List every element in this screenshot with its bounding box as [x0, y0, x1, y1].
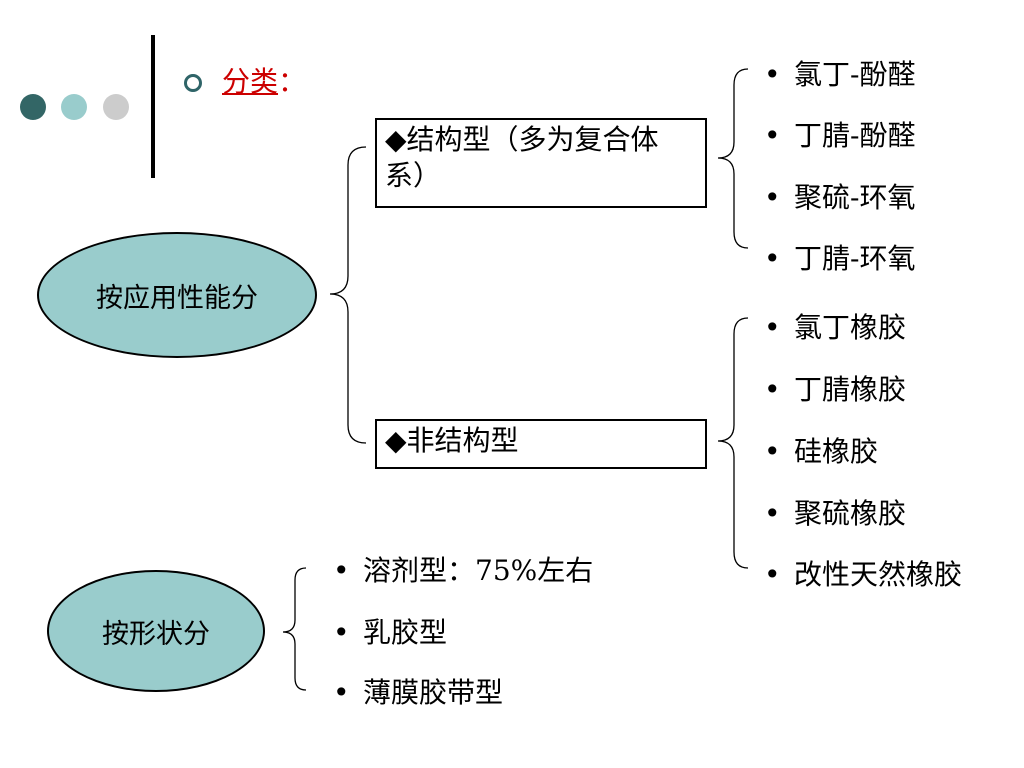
category-structural: ◆结构型（多为复合体系） — [375, 118, 707, 208]
list-item: •改性天然橡胶 — [764, 558, 963, 591]
list-item: •丁腈-环氧 — [764, 242, 916, 275]
list-item: •丁腈橡胶 — [764, 373, 907, 406]
root-node-application-label: 按应用性能分 — [96, 282, 258, 314]
brace-nonstructural — [717, 317, 749, 569]
list-item: •乳胶型 — [333, 616, 448, 649]
list-item: •丁腈-酚醛 — [764, 119, 916, 152]
category-nonstructural-label: ◆非结构型 — [385, 424, 519, 457]
root-node-shape: 按形状分 — [47, 570, 265, 692]
decor-dot-teal — [61, 94, 87, 120]
page-title-colon: ： — [278, 65, 307, 98]
decor-dot-dark — [20, 94, 46, 120]
brace-root2 — [282, 567, 307, 691]
list-item: •溶剂型：75%左右 — [333, 554, 594, 587]
category-nonstructural: ◆非结构型 — [375, 419, 707, 469]
root-node-application: 按应用性能分 — [37, 232, 317, 358]
category-structural-label: ◆结构型（多为复合体系） — [385, 123, 659, 192]
list-item: •薄膜胶带型 — [333, 676, 504, 709]
title-bullet-icon — [184, 74, 202, 92]
list-item: •聚硫-环氧 — [764, 181, 916, 214]
decor-dot-gray — [103, 94, 129, 120]
list-item: •氯丁橡胶 — [764, 311, 907, 344]
list-item: •聚硫橡胶 — [764, 497, 907, 530]
title-divider — [151, 35, 155, 178]
root-node-shape-label: 按形状分 — [102, 618, 210, 650]
brace-root1 — [329, 146, 367, 444]
page-title: 分类： — [222, 60, 306, 100]
list-item: •氯丁-酚醛 — [764, 58, 916, 91]
page-title-text: 分类 — [222, 65, 279, 98]
brace-structural — [717, 68, 749, 249]
list-item: •硅橡胶 — [764, 435, 879, 468]
